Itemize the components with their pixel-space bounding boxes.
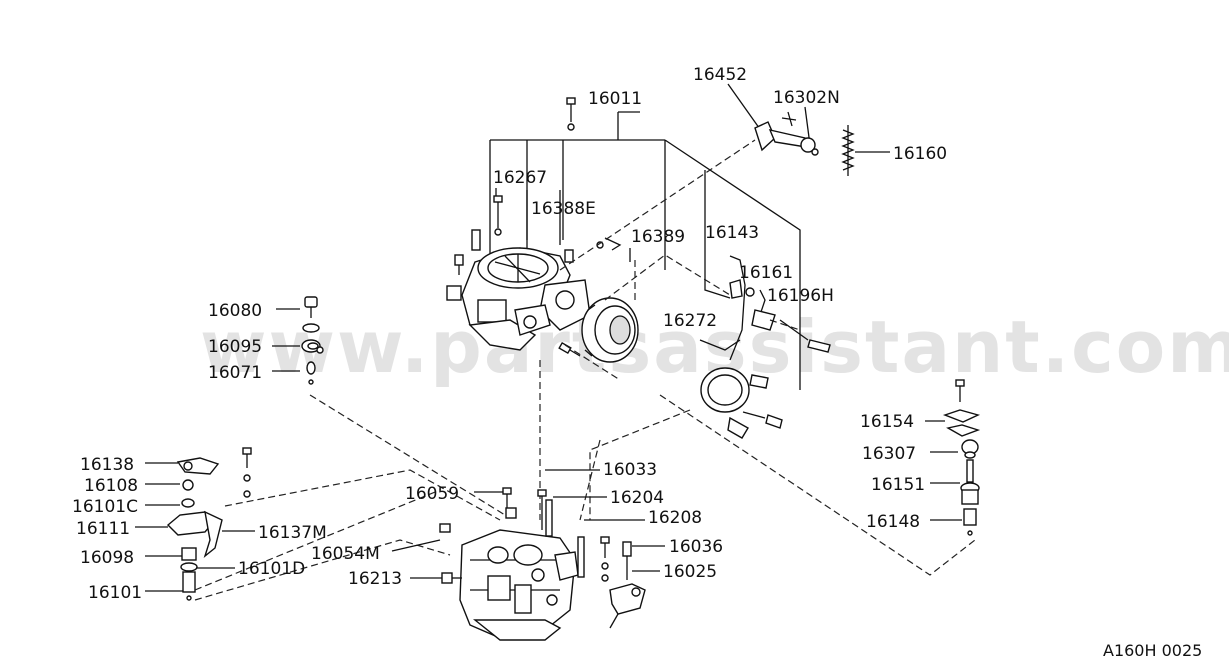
throttle-rod-assembly	[699, 170, 831, 439]
pump-linkage	[600, 536, 665, 629]
label-16036: 16036	[669, 537, 723, 557]
label-16098: 16098	[80, 548, 134, 568]
reference-code: A160H 0025	[1103, 641, 1202, 660]
label-16272: 16272	[663, 311, 717, 331]
label-16208: 16208	[648, 508, 702, 528]
label-16160: 16160	[893, 144, 947, 164]
label-16111: 16111	[76, 519, 130, 539]
label-16148: 16148	[866, 512, 920, 532]
diaphragm-housing	[581, 297, 639, 363]
label-16389: 16389	[631, 227, 685, 247]
label-16161: 16161	[739, 263, 793, 283]
label-16204: 16204	[610, 488, 664, 508]
label-16302N: 16302N	[773, 88, 840, 108]
right-stack	[925, 379, 981, 536]
label-16151: 16151	[871, 475, 925, 495]
label-16059: 16059	[405, 484, 459, 504]
spring-16160	[841, 125, 855, 176]
label-16452: 16452	[693, 65, 747, 85]
label-16388E: 16388E	[531, 199, 596, 219]
label-16196H: 16196H	[767, 286, 834, 306]
label-16213: 16213	[348, 569, 402, 589]
label-16267: 16267	[493, 168, 547, 188]
choke-linkage	[727, 83, 890, 176]
upper-assembly	[446, 97, 801, 390]
label-16101D: 16101D	[238, 559, 305, 579]
label-16137M: 16137M	[258, 523, 327, 543]
label-16095: 16095	[208, 337, 262, 357]
label-16307: 16307	[862, 444, 916, 464]
carburetor-top-body	[446, 229, 631, 351]
label-16080: 16080	[208, 301, 262, 321]
label-16071: 16071	[208, 363, 262, 383]
label-16138: 16138	[80, 455, 134, 475]
label-16054M: 16054M	[311, 544, 380, 564]
label-16011: 16011	[588, 89, 642, 109]
part-labels: 16011 16452 16302N 16160 16267 16388E 16…	[72, 65, 947, 603]
left-stack	[272, 296, 324, 385]
screw-16011	[566, 97, 576, 131]
lower-left-linkage	[135, 447, 501, 601]
label-16154: 16154	[860, 412, 914, 432]
label-16108: 16108	[84, 476, 138, 496]
label-16143: 16143	[705, 223, 759, 243]
label-16101C: 16101C	[72, 497, 138, 517]
carburetor-main-body	[391, 469, 645, 641]
screw-near-body	[558, 341, 581, 357]
label-16025: 16025	[663, 562, 717, 582]
label-16033: 16033	[603, 460, 657, 480]
label-16101: 16101	[88, 583, 142, 603]
screw-16267	[493, 195, 503, 236]
